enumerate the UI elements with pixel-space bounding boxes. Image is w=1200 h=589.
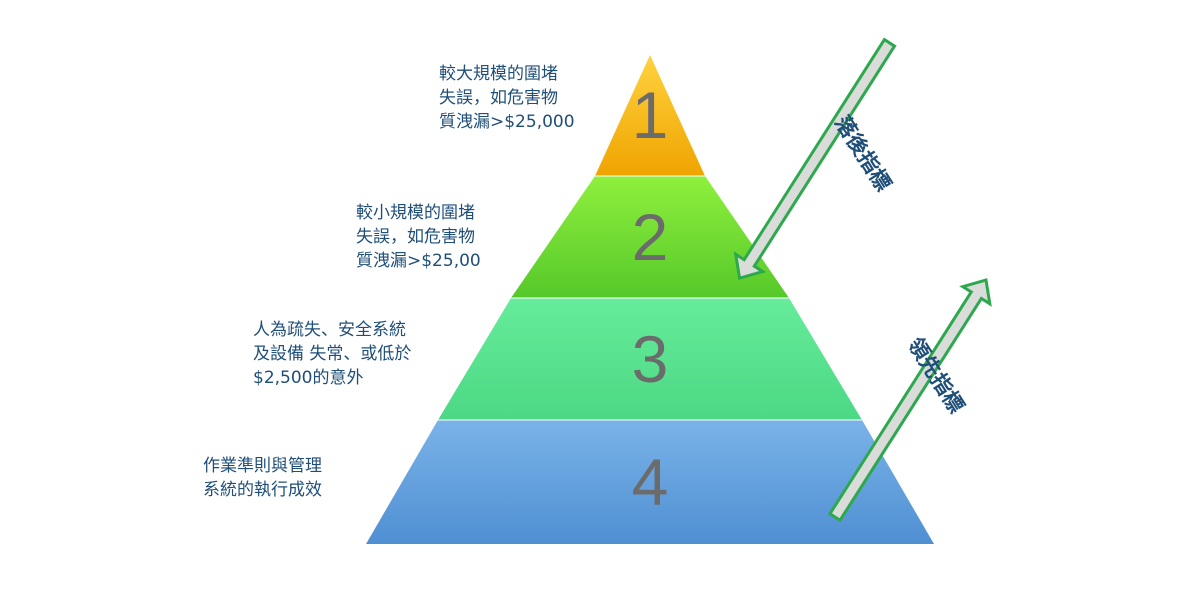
tier-1-line-3: 質洩漏>$25,000 bbox=[439, 112, 575, 132]
lagging-indicator-arrow bbox=[733, 37, 897, 281]
lagging-indicator-label: 落後指標 bbox=[830, 112, 895, 196]
tier-number-3: 3 bbox=[632, 322, 669, 396]
tier-3-line-3: $2,500的意外 bbox=[253, 368, 364, 388]
pyramid-tier-3 bbox=[438, 298, 862, 420]
pyramid-tier-2 bbox=[511, 176, 789, 298]
pyramid-tier-1 bbox=[595, 55, 705, 176]
tier-3-line-2: 及設備 失常、或低於 bbox=[253, 344, 412, 364]
tier-number-4: 4 bbox=[632, 445, 669, 519]
tier-1-line-2: 失誤，如危害物 bbox=[439, 88, 558, 108]
tier-number-1: 1 bbox=[632, 78, 669, 152]
tier-2-line-1: 較小規模的圍堵 bbox=[356, 203, 475, 223]
tier-2-line-2: 失誤，如危害物 bbox=[356, 227, 475, 247]
tier-2-description: 較小規模的圍堵 失誤，如危害物 質洩漏>$25,00 bbox=[356, 201, 481, 273]
tier-1-description: 較大規模的圍堵 失誤，如危害物 質洩漏>$25,000 bbox=[439, 62, 575, 134]
tier-3-line-1: 人為疏失、安全系統 bbox=[253, 320, 406, 340]
pyramid-tier-4 bbox=[366, 420, 934, 544]
tier-1-line-1: 較大規模的圍堵 bbox=[439, 64, 558, 84]
tier-2-line-3: 質洩漏>$25,00 bbox=[356, 251, 481, 271]
tier-4-line-1: 作業準則與管理 bbox=[203, 456, 322, 476]
leading-indicator-arrow bbox=[827, 278, 992, 523]
tier-4-description: 作業準則與管理 系統的執行成效 bbox=[203, 454, 322, 502]
tier-4-line-2: 系統的執行成效 bbox=[203, 480, 322, 500]
tier-3-description: 人為疏失、安全系統 及設備 失常、或低於 $2,500的意外 bbox=[253, 318, 411, 390]
tier-number-2: 2 bbox=[632, 200, 669, 274]
